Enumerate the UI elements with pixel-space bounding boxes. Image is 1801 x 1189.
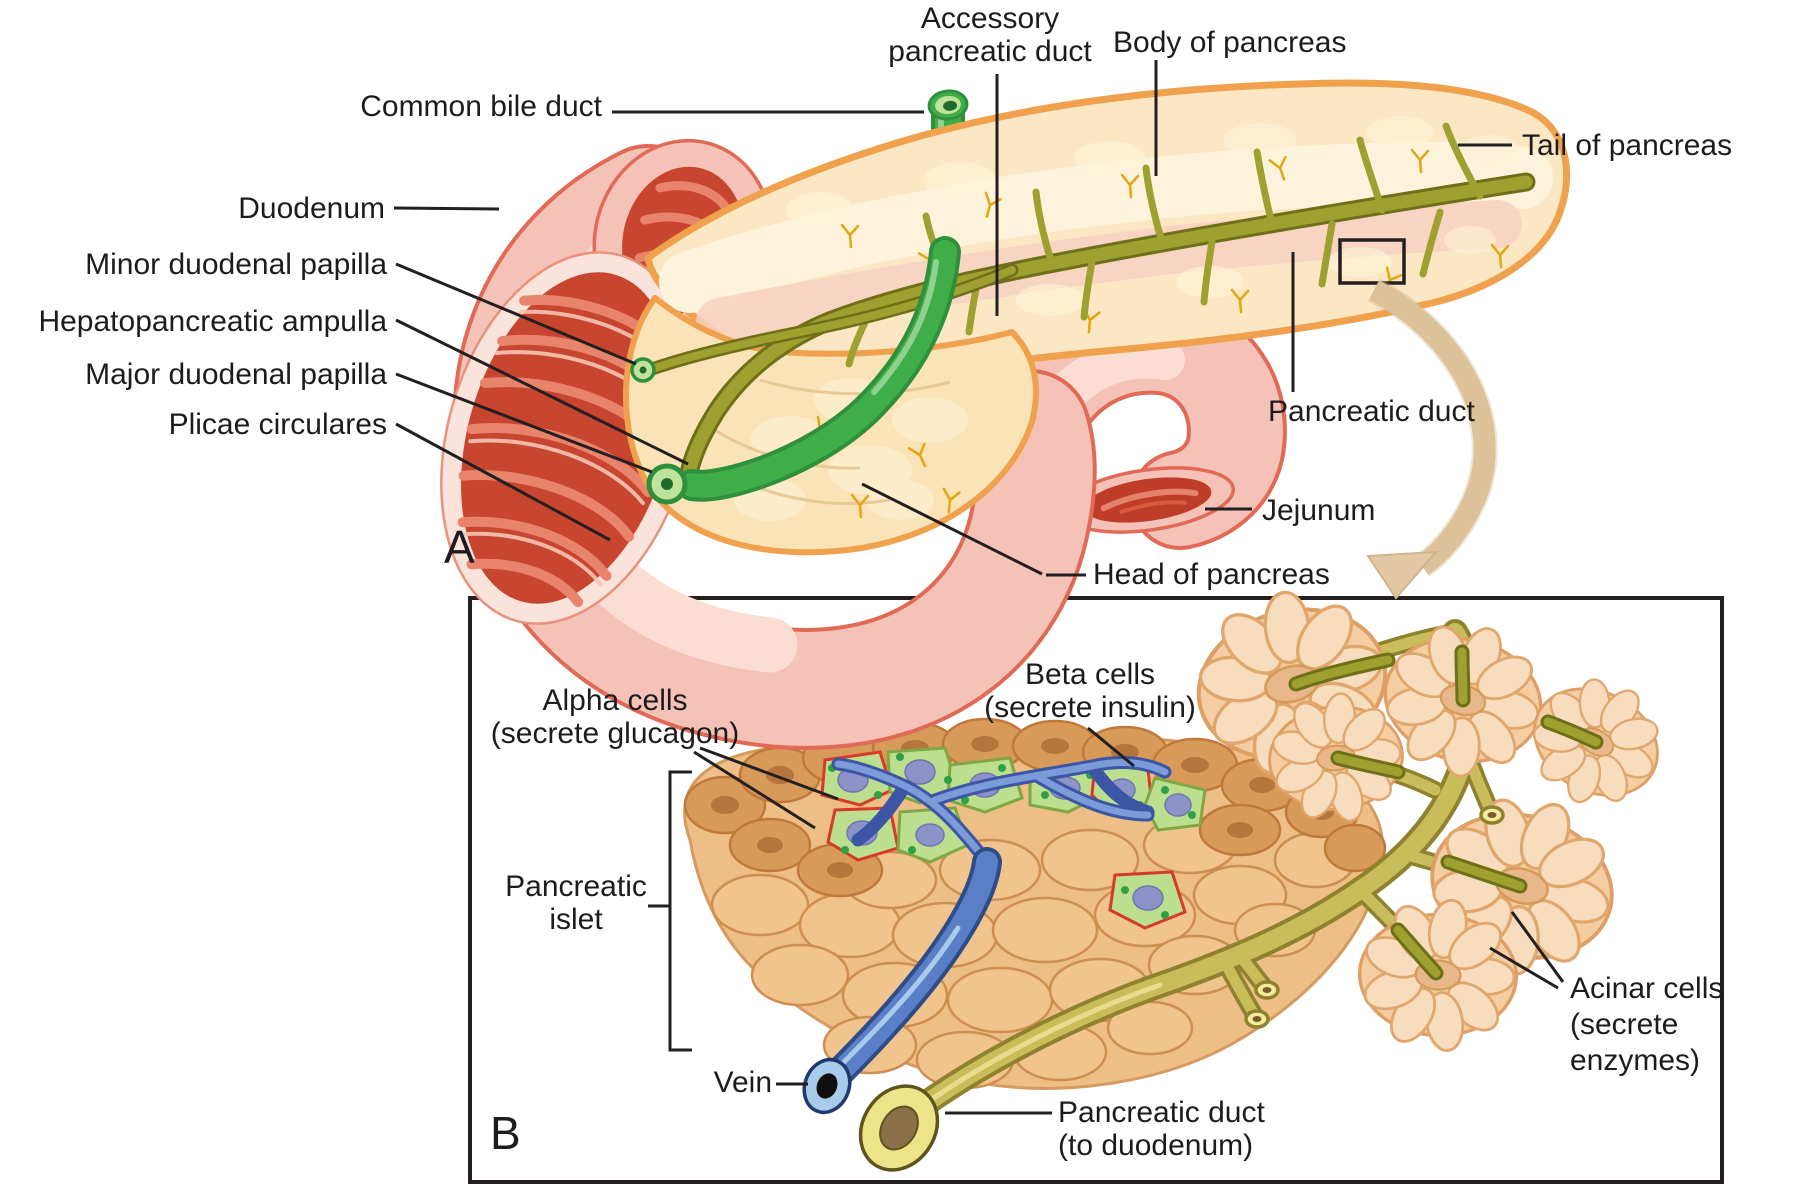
bile-duct-cut-end: [927, 89, 969, 121]
pancreatic-islet-illustration: [683, 717, 1387, 1090]
label-accessory-pancreatic-duct: Accessory pancreatic duct: [888, 2, 1092, 68]
label-pancreatic-duct-b: Pancreatic duct (to duodenum): [1058, 1096, 1265, 1162]
label-plicae-circulares: Plicae circulares: [168, 408, 387, 441]
label-body-of-pancreas: Body of pancreas: [1113, 26, 1347, 59]
label-alpha-cells: Alpha cells (secrete glucagon): [490, 684, 740, 750]
major-duodenal-papilla-dot: [646, 463, 688, 505]
panel-a-illustration: [440, 79, 1571, 750]
label-head-of-pancreas: Head of pancreas: [1093, 558, 1330, 591]
label-pancreatic-islet: Pancreatic islet: [505, 870, 647, 936]
label-minor-duodenal-papilla: Minor duodenal papilla: [85, 248, 387, 281]
vein-vessel: [802, 847, 1002, 1115]
zoom-region-rectangle: [1338, 238, 1406, 285]
jejunum-cut-end: [1060, 466, 1236, 534]
panel-b-illustration: [683, 569, 1685, 1172]
accessory-pancreatic-duct: [645, 263, 1019, 376]
label-common-bile-duct: Common bile duct: [360, 90, 602, 123]
acinar-cell-clusters: [1176, 569, 1685, 1058]
small-duct-openings: [1244, 805, 1505, 1029]
panel-letter-b: B: [490, 1107, 521, 1159]
label-duodenum: Duodenum: [238, 192, 385, 225]
label-pancreatic-duct-a: Pancreatic duct: [1268, 395, 1475, 428]
label-jejunum: Jejunum: [1262, 494, 1376, 527]
islet-blood-vessels: [831, 756, 1172, 869]
common-bile-duct-lower: [676, 236, 961, 502]
label-tail-of-pancreas: Tail of pancreas: [1522, 129, 1733, 162]
label-vein: Vein: [713, 1066, 772, 1099]
zoom-arrow: [1366, 278, 1498, 600]
label-beta-cells: Beta cells (secrete insulin): [984, 658, 1196, 724]
minor-duodenal-papilla-dot: [630, 357, 656, 383]
label-major-duodenal-papilla: Major duodenal papilla: [85, 358, 387, 391]
duodenum-illustration: [440, 138, 1097, 750]
leader-lines: [393, 60, 1565, 1115]
pancreatic-duct-cut-end: [858, 1084, 940, 1172]
label-hepatopancreatic-ampulla: Hepatopancreatic ampulla: [38, 305, 387, 338]
label-acinar-cells: Acinar cells (secrete enzymes): [1570, 972, 1724, 1077]
panel-letter-a: A: [444, 521, 475, 573]
